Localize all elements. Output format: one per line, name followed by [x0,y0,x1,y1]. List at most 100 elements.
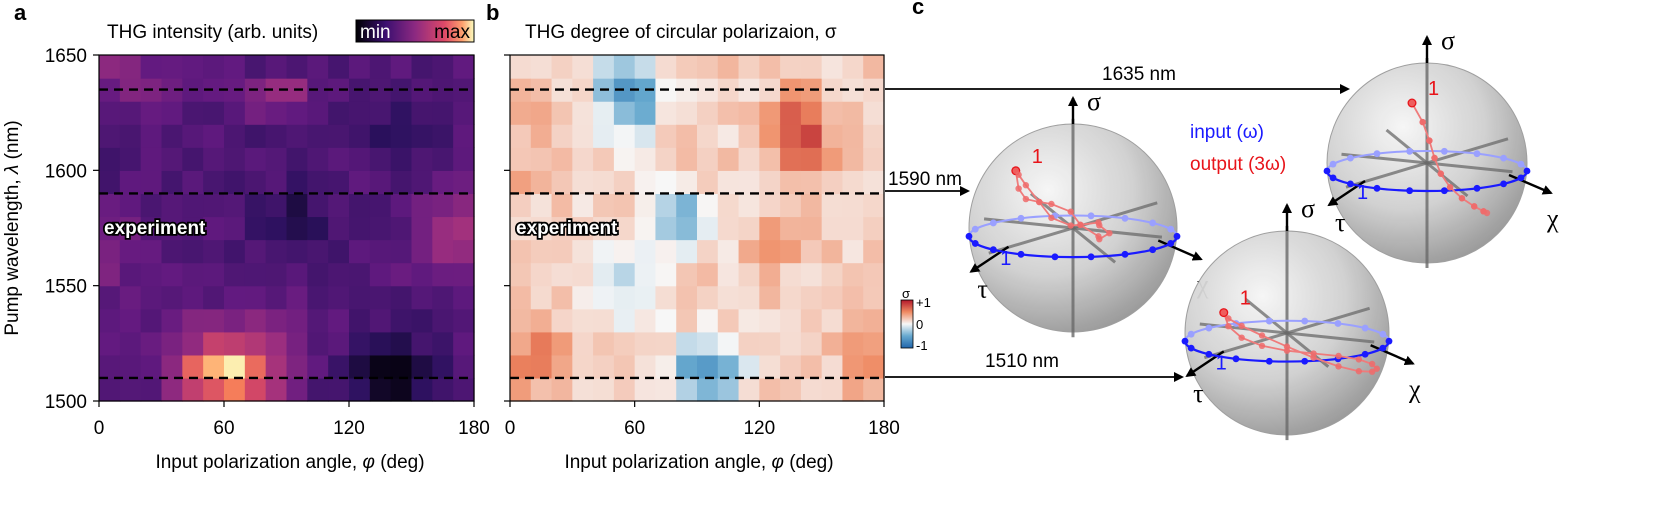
heatmap-cell [655,55,677,79]
heatmap-cell [161,285,183,310]
heatmap-cell [863,377,885,402]
heatmap-cell [634,147,657,171]
input-point [1187,344,1195,352]
output-point [1355,368,1363,375]
heatmap-cell [676,55,698,79]
heatmap-cell [244,124,267,148]
heatmap-cell [738,170,760,194]
chart-b-dashed-lines [510,88,884,380]
heatmap-cell [842,377,864,402]
output-point [1095,219,1102,226]
output-point [1458,195,1466,202]
wavelength-label-1510: 1510 nm [985,351,1059,372]
heatmap-cell [224,285,246,310]
input-point [989,246,997,254]
output-point [1471,203,1478,210]
heatmap-cell [655,147,677,171]
heatmap-cell [613,331,636,356]
heatmap-cell [593,193,615,218]
input-point [1517,160,1525,168]
heatmap-cell [613,193,636,218]
heatmap-cell [390,377,413,402]
heatmap-cell [140,147,163,171]
output-point [1067,222,1074,229]
heatmap-cell [432,55,454,79]
heatmap-cell [551,377,573,402]
heatmap-cell [244,193,267,218]
heatmap-cell [224,262,246,287]
heatmap-cell [349,239,371,264]
heatmap-cell [224,101,246,125]
heatmap-cell [432,170,454,194]
heatmap-cell [717,147,740,171]
input-point [1149,246,1157,254]
heatmap-cell [655,101,677,125]
heatmap-cell [697,193,719,218]
y-tick-label: 1650 [45,46,87,67]
heatmap-cell [655,170,677,194]
input-point [1265,357,1273,365]
heatmap-cell [821,55,844,79]
x-tick-label: 60 [213,418,234,439]
chart-b-overlay-label: experiment [516,218,618,239]
heatmap-cell [780,262,802,287]
heatmap-cell [613,239,636,264]
heatmap-cell [551,285,573,310]
heatmap-cell [140,308,163,333]
heatmap-cell [182,216,204,241]
heatmap-cell [738,262,760,287]
heatmap-cell [510,239,532,264]
heatmap-cell [140,55,163,79]
input-point [965,232,973,240]
heatmap-cell [411,193,433,218]
heatmap-cell [99,239,121,264]
output-point [1220,309,1227,316]
sphere-chi-axis [1508,173,1553,195]
heatmap-cell [738,193,760,218]
heatmap-cell [634,124,657,148]
heatmap-cell [738,147,760,171]
heatmap-cell [821,216,844,241]
output-point [1048,214,1055,222]
heatmap-cell [328,216,350,241]
legend-input: input (ω) [1190,122,1264,143]
input-point [1346,154,1354,162]
heatmap-cell [800,308,823,333]
heatmap-cell [800,331,823,356]
heatmap-cell [613,124,636,148]
heatmap-cell [453,354,475,379]
heatmap-cell [613,262,636,287]
heatmap-cell [510,308,532,333]
heatmap-cell [390,331,413,356]
chart-a-title: THG intensity (arb. units) [107,22,318,43]
output-point [1335,352,1342,360]
input-point [1440,147,1448,155]
heatmap-cell [821,262,844,287]
heatmap-cell [821,377,844,402]
heatmap-cell [411,216,433,241]
heatmap-cell [510,331,532,356]
heatmap-cell [842,285,864,310]
heatmap-cell [182,147,204,171]
chart-b-colorbar: σ +1 0 -1 [900,286,931,353]
input-start-label: 1 [1357,182,1368,204]
output-point [1106,230,1113,237]
heatmap-cell [265,308,288,333]
heatmap-cell [738,216,760,241]
heatmap-cell [307,193,329,218]
heatmap-cell [119,239,142,264]
heatmap-cell [655,354,677,379]
heatmap-cell [432,78,454,102]
heatmap-cell [349,354,371,379]
heatmap-cell [286,147,308,171]
input-point [1379,330,1387,338]
heatmap-cell [390,262,413,287]
heatmap-cell [286,262,308,287]
heatmap-cell [224,354,246,379]
chart-a-dashed-lines [99,88,474,380]
heatmap-cell [676,262,698,287]
heatmap-cell [530,101,553,125]
output-point [1335,363,1342,370]
heatmap-cell [613,147,636,171]
